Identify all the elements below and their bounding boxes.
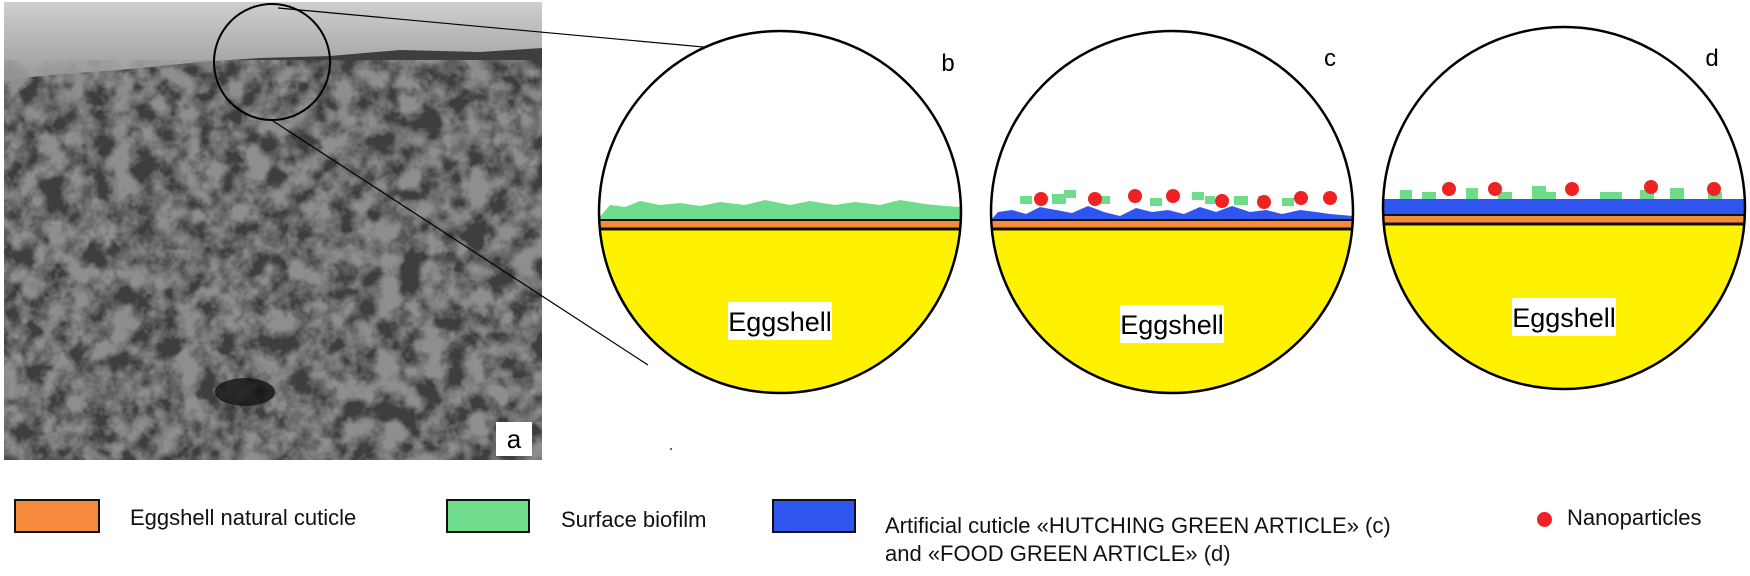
nanoparticles-c (1034, 189, 1337, 209)
panel-c-letter: c (1324, 45, 1336, 72)
legend-label-surface-biofilm: Surface biofilm (561, 507, 707, 532)
schematic-panel-c: Eggshell c (989, 29, 1355, 395)
sem-image-texture-dark (4, 70, 542, 460)
panel-a-label-box (496, 422, 532, 456)
legend-swatch-nanoparticles (1537, 512, 1552, 527)
schematic-panel-b: Eggshell b (597, 29, 963, 395)
legend: Eggshell natural cuticle Surface biofilm… (0, 480, 1750, 576)
nanoparticles-d (1442, 180, 1721, 196)
panel-b-letter: b (941, 50, 954, 77)
eggshell-label-b: Eggshell (728, 307, 832, 337)
eggshell-label-box-d (1512, 298, 1616, 336)
panel-d-letter: d (1705, 45, 1718, 72)
schematic-panel-d: Eggshell d (1381, 25, 1747, 391)
zoom-line-bottom (269, 118, 649, 366)
stray-dot (670, 448, 672, 450)
circle-d-outline (1381, 25, 1747, 391)
legend-label-artificial-cuticle-line2: and «FOOD GREEN ARTICLE» (d) (885, 541, 1231, 566)
natural-cuticle-b (599, 220, 961, 229)
legend-swatch-surface-biofilm (446, 499, 530, 533)
surface-biofilm-d (1400, 186, 1722, 200)
legend-label-natural-cuticle: Eggshell natural cuticle (130, 505, 357, 530)
legend-swatch-artificial-cuticle (772, 499, 856, 533)
surface-biofilm-b (599, 200, 961, 220)
circle-c-outline (989, 29, 1355, 395)
panel-a-letter: a (507, 424, 522, 454)
legend-swatch-natural-cuticle (14, 499, 100, 533)
sem-image-cavity (215, 378, 275, 406)
eggshell-label-c: Eggshell (1120, 310, 1224, 340)
artificial-cuticle-d (1383, 199, 1745, 215)
zoom-line-top (277, 7, 781, 55)
natural-cuticle-d (1383, 215, 1745, 224)
eggshell-label-d: Eggshell (1512, 303, 1616, 333)
sem-micrograph-panel-a: a (4, 2, 542, 460)
natural-cuticle-c (991, 220, 1353, 229)
eggshell-label-box-c (1120, 305, 1224, 343)
artificial-cuticle-c (991, 206, 1353, 220)
eggshell-label-box-b (728, 302, 832, 340)
legend-label-nanoparticles: Nanoparticles (1567, 505, 1702, 530)
circle-b-outline (597, 29, 963, 395)
legend-label-artificial-cuticle-line1: Artificial cuticle «HUTCHING GREEN ARTIC… (885, 513, 1391, 538)
